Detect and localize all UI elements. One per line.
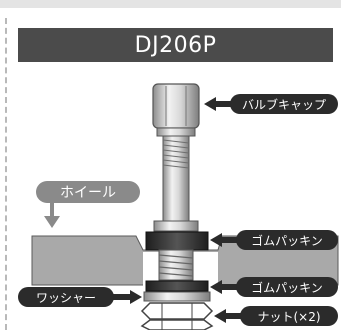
left-dashed-border: [5, 18, 7, 330]
rubber-packing-top-label-pill: [236, 230, 338, 250]
top-divider: [0, 0, 341, 8]
pointer-arrows: [112, 97, 242, 323]
valve-cap: [152, 83, 200, 137]
product-title: DJ206P: [134, 32, 217, 58]
rubber-packing-bottom-shape: [145, 280, 209, 292]
rubber-packing-bottom-label-pill: [236, 277, 338, 297]
washer-label-pill: [18, 287, 114, 307]
washer-label: ワッシャー: [35, 290, 96, 305]
nut-label: ナット(×2): [257, 309, 321, 324]
valve-cap-label-pill: [230, 94, 338, 114]
product-title-bar: DJ206P: [18, 28, 333, 62]
washer-shape: [143, 291, 211, 302]
wheel-label-pill: [36, 181, 140, 203]
wheel-label: ホイール: [60, 185, 116, 201]
wheel-pointer-arrow: [44, 203, 60, 228]
rubber-packing-top-label: ゴムパッキン: [251, 233, 323, 248]
valve-cap-label: バルブキャップ: [241, 97, 326, 112]
rubber-packing-top-shape: [145, 231, 209, 251]
rubber-packing-bottom-label: ゴムパッキン: [251, 280, 323, 295]
nut-label-pill: [240, 306, 338, 326]
valve-stem-lower: [158, 249, 194, 281]
valve-stem: [153, 135, 199, 233]
nuts-shape: [140, 302, 214, 330]
